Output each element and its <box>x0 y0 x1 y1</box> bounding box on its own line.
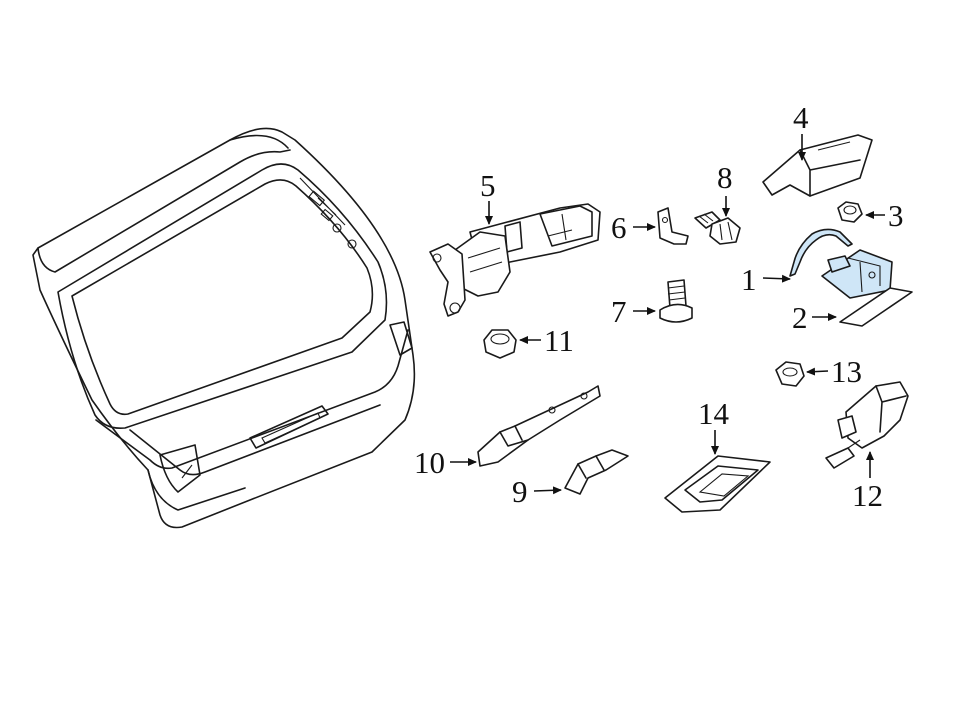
callout-14: 14 <box>698 396 730 431</box>
part-2-gasket <box>839 287 913 327</box>
callout-4: 4 <box>793 100 809 135</box>
arrow-1 <box>762 274 791 283</box>
part-4-handle-bezel <box>762 134 873 197</box>
callout-6: 6 <box>611 210 627 245</box>
callout-12: 12 <box>852 478 883 513</box>
part-5-hinge-assembly <box>429 203 601 317</box>
callout-2: 2 <box>792 300 808 335</box>
callout-1: 1 <box>741 262 757 297</box>
part-14-handle-pad <box>664 455 771 513</box>
part-12-actuator <box>825 381 909 469</box>
part-8-bolt <box>694 211 741 245</box>
callout-10: 10 <box>414 445 445 480</box>
arrow-13 <box>806 367 829 376</box>
liftgate-door <box>32 127 416 529</box>
callout-8: 8 <box>717 160 733 195</box>
part-13-clip <box>775 361 805 387</box>
callout-13: 13 <box>831 354 862 389</box>
part-10-bracket <box>477 385 601 467</box>
part-11-nut <box>483 329 517 359</box>
callout-labels: 1 2 3 4 5 6 7 8 9 10 11 12 13 14 <box>414 100 904 513</box>
callout-5: 5 <box>480 168 496 203</box>
part-6-bracket <box>657 207 689 245</box>
part-7-stud <box>659 279 693 323</box>
part-9-bracket <box>564 449 629 495</box>
callout-3: 3 <box>888 198 904 233</box>
callout-arrows <box>450 134 885 495</box>
callout-9: 9 <box>512 474 528 509</box>
arrow-9 <box>533 486 562 495</box>
callout-7: 7 <box>611 294 627 329</box>
callout-11: 11 <box>544 323 574 358</box>
part-3-nut <box>837 201 863 223</box>
part-1-switch-highlighted <box>789 228 893 299</box>
